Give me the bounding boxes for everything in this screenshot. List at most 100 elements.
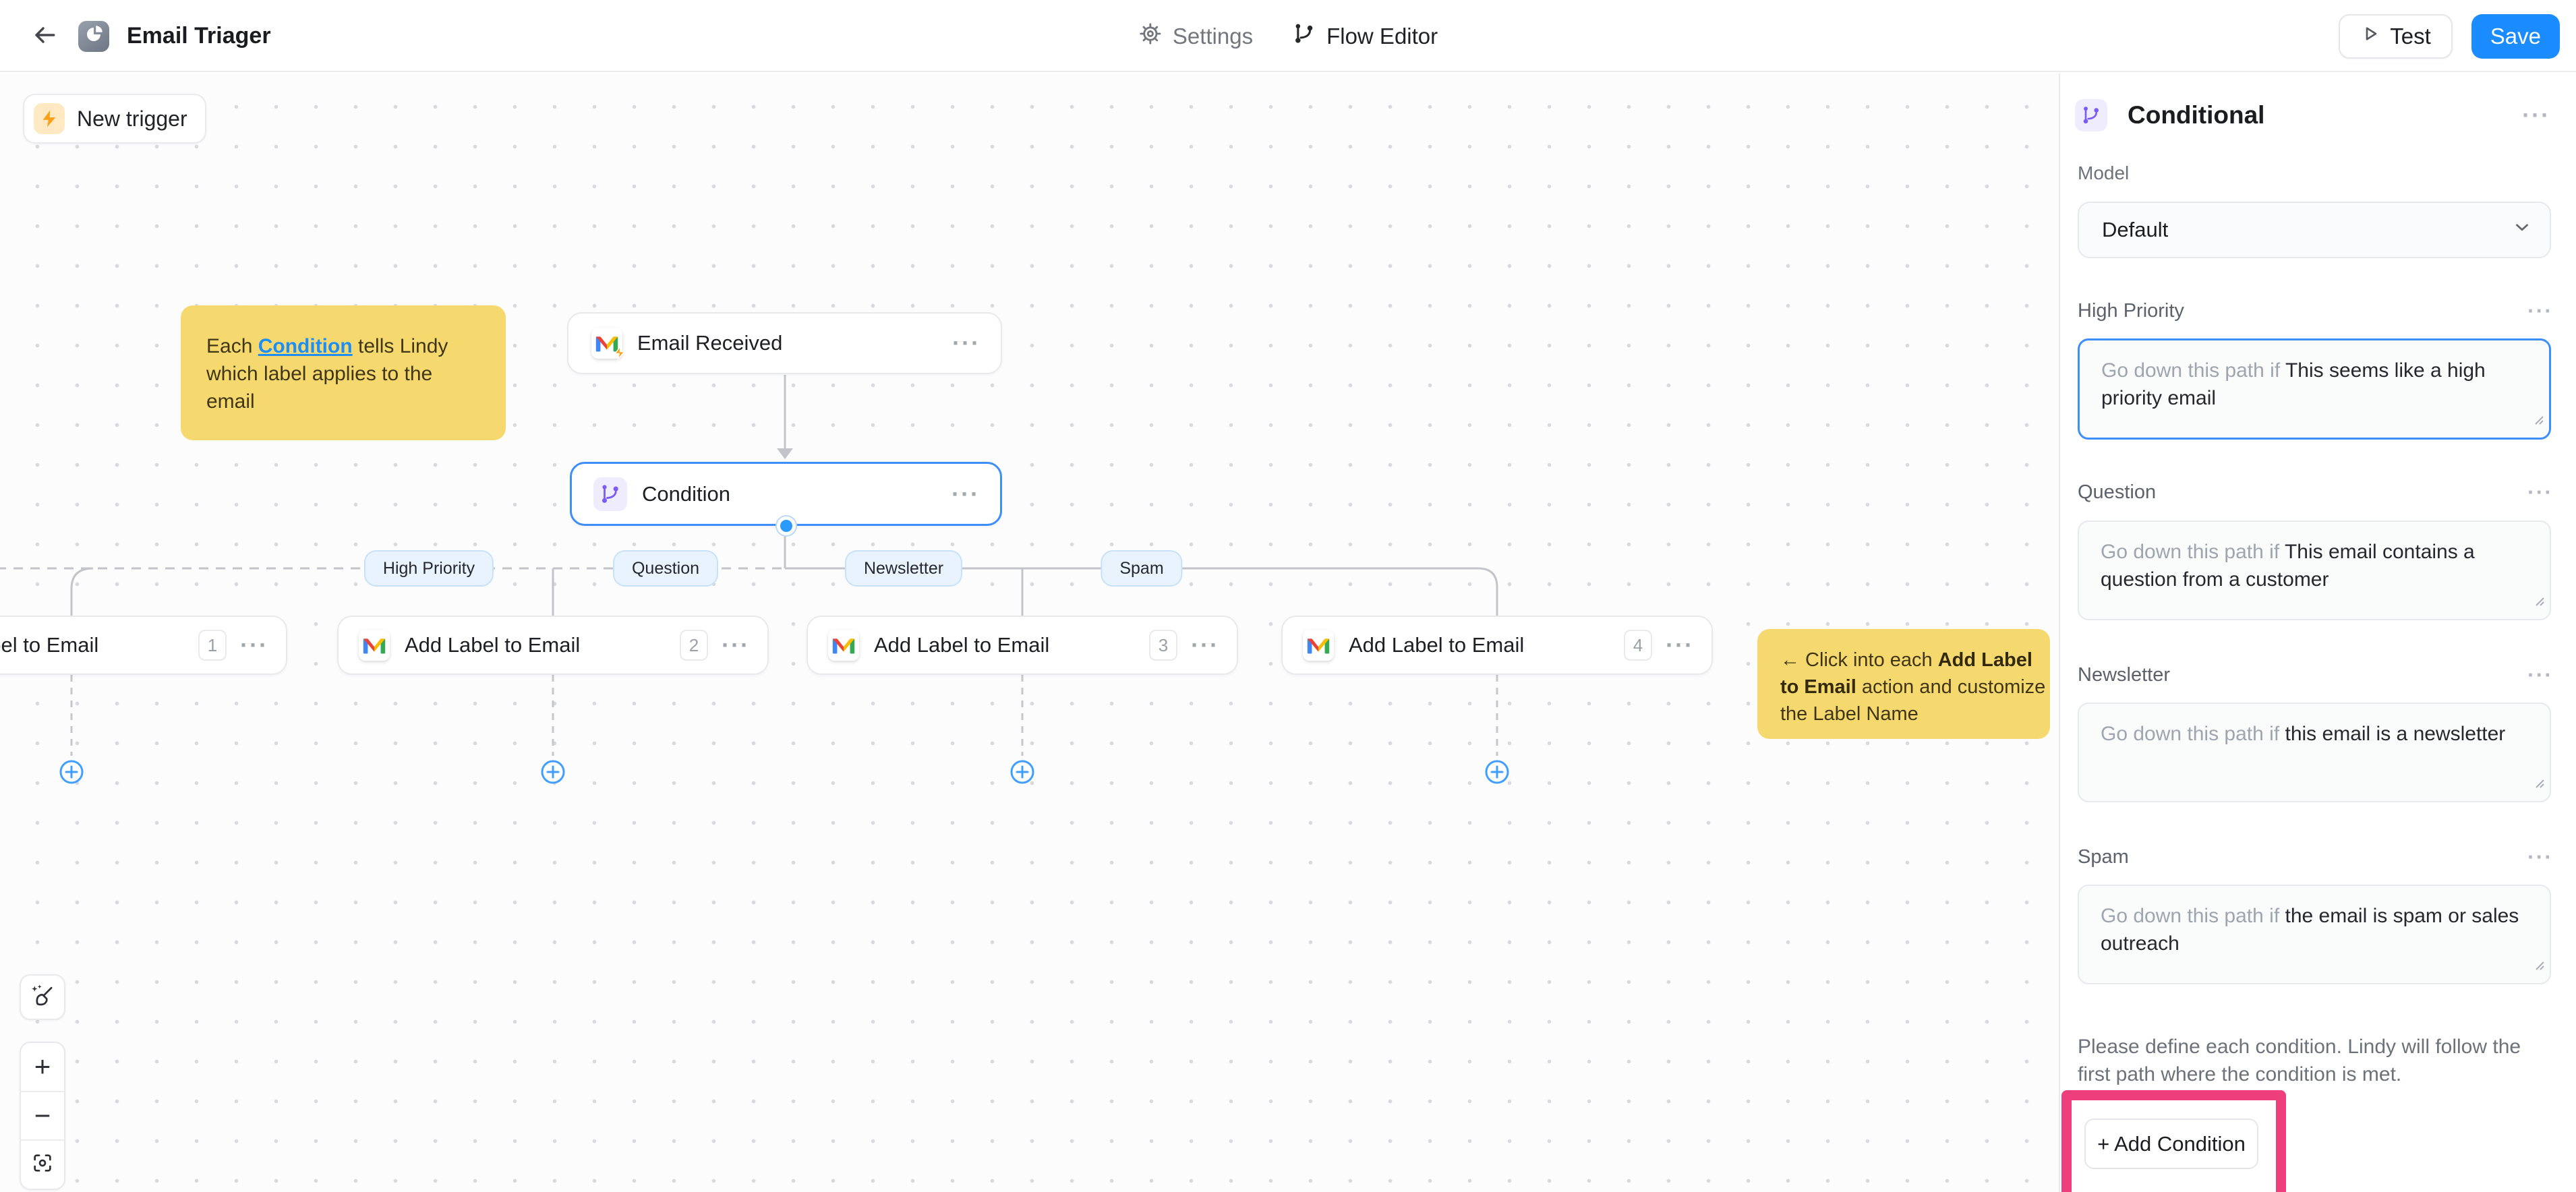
focus-frame-icon [31,1149,54,1181]
condition-textarea-newsletter[interactable]: Go down this path if this email is a new… [2078,703,2551,802]
condition-label: Spam [2078,845,2129,868]
branch-badge-high-priority[interactable]: High Priority [363,550,494,587]
model-label: Model [2078,162,2130,183]
resize-handle-icon[interactable] [2531,406,2545,434]
lightning-badge-icon [612,345,627,363]
node-title: Condition [642,481,730,506]
condition-more-button[interactable]: ··· [2527,845,2553,869]
node-add-label-4[interactable]: Add Label to Email 4 ··· [1281,616,1713,675]
condition-more-button[interactable]: ··· [2527,480,2553,504]
condition-textarea-high-priority[interactable]: Go down this path if This seems like a h… [2078,338,2551,440]
test-button-label: Test [2390,23,2431,49]
pie-chart-icon [84,24,104,48]
add-condition-label: + Add Condition [2097,1131,2246,1156]
zoom-in-button[interactable]: + [21,1043,64,1091]
gmail-icon [359,630,390,661]
add-step-button-4[interactable] [1485,760,1509,784]
gmail-icon [828,630,859,661]
fit-view-button[interactable] [21,1139,64,1189]
condition-branch-icon [593,477,627,511]
node-add-label-3[interactable]: Add Label to Email 3 ··· [807,616,1238,675]
node-add-label-1[interactable]: Add Label to Email 1 ··· [0,616,287,675]
chevron-down-icon [2512,217,2532,243]
resize-handle-icon[interactable] [2532,587,2546,615]
sticky-note-condition: Each Condition tells Lindy which label a… [181,305,506,440]
textarea-value: This email contains a question from a cu… [2101,541,2475,591]
top-bar-left: Email Triager [26,0,271,72]
panel-more-button[interactable]: ··· [2522,101,2550,129]
save-button[interactable]: Save [2471,13,2560,59]
condition-label: High Priority [2078,299,2184,322]
node-title: Add Label to Email [405,633,581,657]
back-button[interactable] [26,19,61,54]
add-step-button-1[interactable] [59,760,84,784]
node-add-label-2[interactable]: Add Label to Email 2 ··· [337,616,769,675]
conditions-helper-text: Please define each condition. Lindy will… [2078,1036,2521,1085]
cleanup-layout-button[interactable] [20,974,65,1020]
wire-branch-corner-1 [70,567,94,616]
more-button[interactable]: ··· [1191,631,1219,659]
step-index-badge: 3 [1149,630,1178,661]
app-icon [78,20,109,52]
condition-more-button[interactable]: ··· [2527,299,2553,323]
gmail-icon [1303,630,1334,661]
minus-icon: − [34,1100,51,1131]
note-text-bold: Add Label to Email [1780,649,2032,698]
tab-settings[interactable]: Settings [1138,22,1253,51]
panel-title: Conditional [2128,101,2265,129]
condition-link[interactable]: Condition [258,335,353,357]
more-button[interactable]: ··· [240,631,268,659]
branch-badge-spam[interactable]: Spam [1101,550,1183,587]
connector-lines [0,375,1509,784]
node-condition[interactable]: Condition ··· [570,462,1002,535]
node-title: Email Received [637,331,783,355]
condition-more-button[interactable]: ··· [2527,663,2553,687]
resize-handle-icon[interactable] [2532,951,2546,979]
new-trigger-button[interactable]: New trigger [23,94,206,144]
lightning-icon [34,103,65,134]
gear-icon [1138,22,1163,51]
tab-flow-editor[interactable]: Flow Editor [1292,22,1438,51]
plus-circle-icon [65,765,78,779]
branch-badge-newsletter[interactable]: Newsletter [844,550,963,587]
top-nav: Settings Flow Editor [1138,0,1438,72]
arrow-left-icon: ← [1780,649,1800,671]
textarea-placeholder: Go down this path if [2101,905,2285,927]
add-step-button-2[interactable] [541,760,565,784]
save-button-label: Save [2490,23,2541,49]
plus-icon: + [34,1050,51,1083]
add-condition-button[interactable]: + Add Condition [2084,1119,2258,1169]
model-select[interactable]: Default [2078,202,2551,258]
condition-textarea-spam[interactable]: Go down this path if the email is spam o… [2078,885,2551,984]
note-text: Click into each [1800,649,1938,671]
more-button[interactable]: ··· [722,631,750,659]
node-title: Add Label to Email [1349,633,1525,657]
tab-flow-editor-label: Flow Editor [1326,23,1438,49]
gmail-icon [591,328,626,361]
more-button[interactable]: ··· [952,479,980,508]
more-button[interactable]: ··· [1666,631,1694,659]
wire-branch-right [785,567,1498,616]
node-email-received[interactable]: Email Received ··· [567,312,1002,374]
step-index-badge: 2 [680,630,709,661]
textarea-value: the email is spam or sales outreach [2101,905,2519,955]
add-step-button-3[interactable] [1010,760,1034,784]
condition-section-header: Newsletter ··· [2078,663,2553,687]
flow-canvas[interactable]: New trigger Each Condition tells Lindy w… [0,73,2059,1192]
arrow-left-icon [30,22,57,51]
note-text: tells Lindy which label applies to the e… [206,335,448,413]
branch-badge-question[interactable]: Question [612,550,719,587]
plus-circle-icon [1016,765,1029,779]
node-title: Add Label to Email [874,633,1050,657]
resize-handle-icon[interactable] [2532,769,2546,797]
condition-textarea-question[interactable]: Go down this path if This email contains… [2078,520,2551,620]
condition-output-handle[interactable] [776,516,796,535]
textarea-value: this email is a newsletter [2285,723,2506,745]
sticky-note-labels: ← Click into each Add Label to Email act… [1757,629,2050,739]
play-icon [2360,24,2380,49]
more-button[interactable]: ··· [952,329,980,357]
zoom-out-button[interactable]: − [21,1090,64,1140]
test-button[interactable]: Test [2339,13,2453,59]
git-branch-icon [1292,22,1316,51]
note-text: Each [206,335,258,357]
